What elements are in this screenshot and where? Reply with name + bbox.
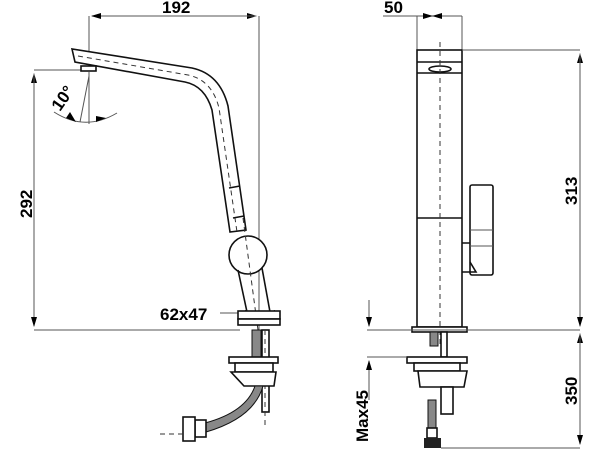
dimension-max45: Max45 (353, 300, 407, 442)
width-label: 50 (384, 0, 403, 17)
mounting-assembly-side (160, 310, 281, 442)
dimension-350: 350 (367, 329, 583, 449)
hose-length-label: 350 (562, 377, 581, 405)
angle-label: 10° (48, 82, 78, 114)
angle-10-indicator: 10° (48, 72, 118, 124)
front-view: 50 (353, 0, 583, 449)
side-view: 10° 62x47 192 292 (17, 0, 281, 442)
total-height-label: 313 (562, 177, 581, 205)
reach-label: 192 (162, 0, 190, 17)
faucet-spout (70, 48, 247, 233)
mounting-assembly-front (406, 326, 468, 448)
dimension-313: 313 (462, 49, 583, 327)
max-thickness-label: Max45 (353, 390, 372, 442)
base-size-label: 62x47 (160, 305, 207, 324)
faucet-body-front (416, 42, 494, 345)
dimension-292 (31, 69, 240, 331)
height-label: 292 (17, 190, 36, 218)
dimension-50: 50 (383, 0, 463, 50)
